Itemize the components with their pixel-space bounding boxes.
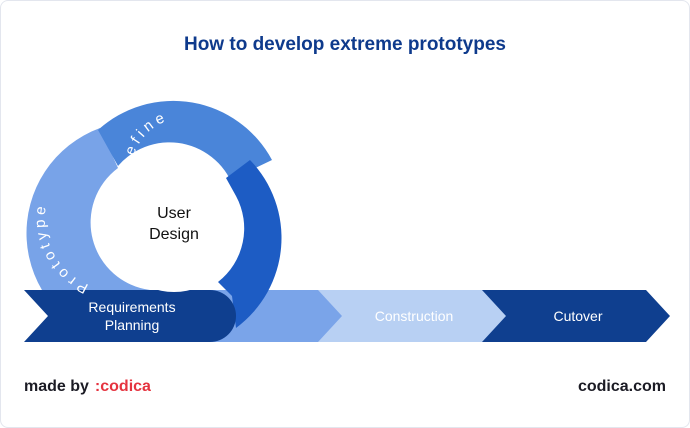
phase-label-construction: Construction <box>375 308 454 324</box>
phase-label-requirements: Requirements <box>88 299 175 315</box>
phase-label-cutover: Cutover <box>553 308 602 324</box>
website-label: codica.com <box>577 378 666 395</box>
made-by-credit: made by :codica <box>24 378 151 396</box>
center-label-design: Design <box>149 226 199 243</box>
cycle-segment-refine <box>98 100 272 196</box>
diagram-title: How to develop extreme prototypes <box>183 34 506 55</box>
phase-arrow-construction <box>316 290 510 342</box>
center-label-user: User <box>157 205 191 222</box>
brand-logo-text: :codica <box>94 378 151 395</box>
cycle-segment-test <box>218 160 282 328</box>
phase-arrow-cutover <box>482 290 670 342</box>
phase-label-planning: Planning <box>105 317 160 333</box>
made-by-text: made by <box>24 378 89 395</box>
cycle-center-circle <box>108 160 240 292</box>
cycle-segment-prototype <box>26 128 166 342</box>
phase-arrow-requirements <box>24 290 236 342</box>
